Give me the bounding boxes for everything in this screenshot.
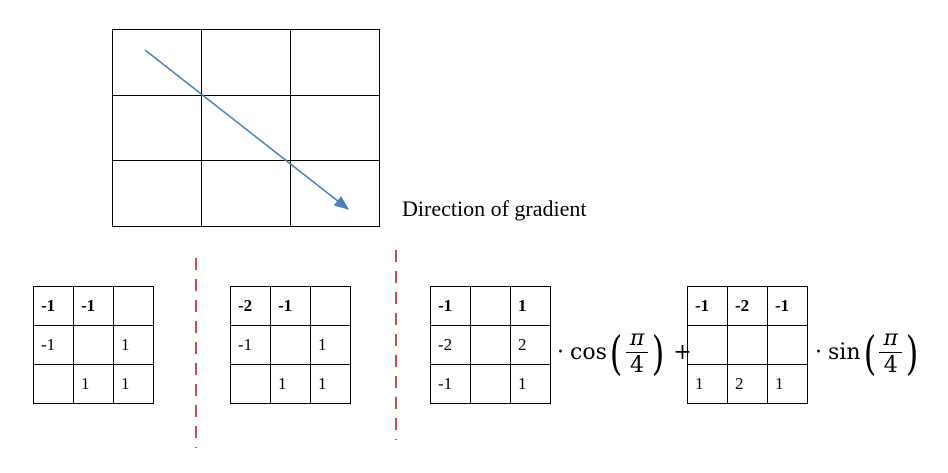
fraction-denominator: 4	[883, 353, 898, 378]
fraction-numerator: π	[625, 326, 649, 353]
grid-cell	[112, 160, 202, 227]
kernel-cell: -1	[33, 325, 74, 365]
grid-cell	[112, 94, 202, 162]
kernel-cell: 1	[767, 364, 808, 404]
kernel-3: -1 1 -2 2 -1 1	[430, 286, 551, 404]
grid-cell	[290, 29, 380, 96]
kernel-cell	[470, 325, 511, 365]
kernel-cell: -1	[33, 286, 74, 326]
kernel-cell	[73, 325, 114, 365]
kernel-cell: -1	[430, 286, 471, 326]
kernel-cell: -1	[767, 286, 808, 326]
kernel-cell	[230, 364, 271, 404]
open-paren: (	[609, 325, 623, 380]
grid-cell	[290, 94, 380, 162]
kernel-cell: 1	[73, 364, 114, 404]
direction-grid	[112, 29, 380, 227]
kernel-cell	[270, 325, 311, 365]
kernel-cell: 2	[727, 364, 768, 404]
kernel-cell	[33, 364, 74, 404]
pi-over-4-fraction: π 4	[879, 326, 902, 379]
kernel-cell	[470, 364, 511, 404]
sin-term: · sin ( π 4 )	[815, 326, 921, 379]
kernel-cell: 1	[310, 364, 351, 404]
dot-operator: ·	[815, 340, 822, 365]
open-paren: (	[863, 325, 876, 380]
grid-cell	[112, 29, 202, 96]
kernel-cell	[687, 325, 728, 365]
kernel-cell: -1	[230, 325, 271, 365]
kernel-4: -1 -2 -1 1 2 1	[687, 286, 808, 404]
close-paren: )	[651, 325, 665, 380]
direction-caption: Direction of gradient	[402, 196, 587, 221]
kernel-cell	[727, 325, 768, 365]
kernel-cell: 1	[687, 364, 728, 404]
kernel-cell: 1	[113, 364, 154, 404]
kernel-cell: -2	[430, 325, 471, 365]
grid-cell	[201, 94, 291, 162]
kernel-cell: -2	[230, 286, 271, 326]
kernel-cell: -1	[270, 286, 311, 326]
kernel-cell: 1	[270, 364, 311, 404]
kernel-cell	[113, 286, 154, 326]
grid-cell	[201, 29, 291, 96]
kernel-2: -2 -1 -1 1 1 1	[230, 286, 351, 404]
cos-term: · cos ( π 4 ) +	[557, 326, 692, 379]
grid-cell	[290, 160, 380, 227]
kernel-cell	[470, 286, 511, 326]
kernel-cell: -2	[727, 286, 768, 326]
fraction-denominator: 4	[630, 353, 645, 378]
kernel-cell: -1	[73, 286, 114, 326]
pi-over-4-fraction: π 4	[625, 326, 649, 379]
kernel-cell: 2	[510, 325, 551, 365]
dot-operator: ·	[557, 340, 564, 365]
kernel-cell	[310, 286, 351, 326]
kernel-cell: -1	[430, 364, 471, 404]
kernel-cell: -1	[687, 286, 728, 326]
close-paren: )	[905, 325, 919, 380]
kernel-cell: 1	[310, 325, 351, 365]
kernel-cell: 1	[510, 364, 551, 404]
cos-function: cos	[570, 340, 607, 365]
kernel-cell: 1	[510, 286, 551, 326]
sin-function: sin	[828, 340, 861, 365]
kernel-1: -1 -1 -1 1 1 1	[33, 286, 154, 404]
kernel-cell	[767, 325, 808, 365]
fraction-numerator: π	[879, 326, 902, 353]
kernel-cell: 1	[113, 325, 154, 365]
grid-cell	[201, 160, 291, 227]
